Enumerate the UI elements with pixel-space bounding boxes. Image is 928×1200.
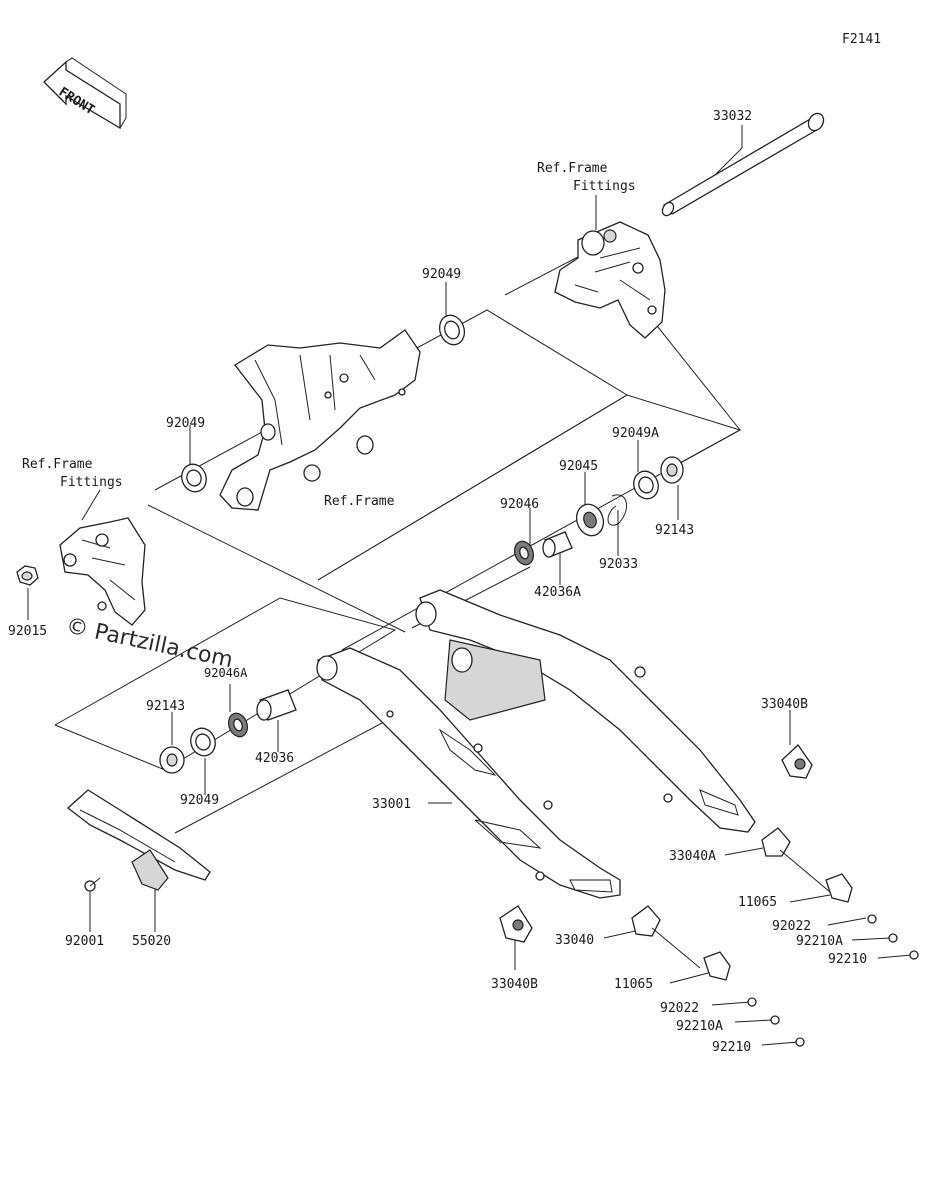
seal-92049A bbox=[633, 470, 659, 500]
label-92049-bottom: 92049 bbox=[180, 793, 219, 808]
nut-92022-bottom bbox=[747, 997, 757, 1007]
watermark: © Partzilla.com bbox=[64, 613, 235, 673]
label-33032: 33032 bbox=[713, 109, 752, 124]
label-11065-right: 11065 bbox=[738, 895, 777, 910]
leader-lines bbox=[27, 125, 913, 1046]
seal-92049-bottom bbox=[190, 727, 216, 757]
ref-frame-fittings-left-line2: Fittings bbox=[60, 475, 123, 490]
chain-adjuster-33040A bbox=[761, 827, 831, 893]
label-42036A: 42036A bbox=[534, 585, 581, 600]
needle-bearing-92046 bbox=[513, 540, 535, 566]
label-92210-bottom: 92210 bbox=[712, 1040, 751, 1055]
bearing-92045 bbox=[575, 503, 605, 537]
label-33040B-bottom: 33040B bbox=[491, 977, 538, 992]
frame-fitting-left bbox=[59, 517, 146, 626]
chain-adjuster-33040B-bottom bbox=[499, 905, 533, 943]
nut-92022-right bbox=[867, 914, 877, 924]
label-92210A-right: 92210A bbox=[796, 934, 843, 949]
label-33040A: 33040A bbox=[669, 849, 716, 864]
label-92022-bottom: 92022 bbox=[660, 1001, 699, 1016]
chain-guard-55020 bbox=[66, 789, 211, 891]
label-92049A: 92049A bbox=[612, 426, 659, 441]
seal-92049-top bbox=[438, 314, 466, 346]
label-33001: 33001 bbox=[372, 797, 411, 812]
swingarm-33001 bbox=[316, 589, 756, 899]
label-92022-right: 92022 bbox=[772, 919, 811, 934]
ref-frame-fittings-left-line1: Ref.Frame bbox=[22, 457, 93, 472]
label-92033: 92033 bbox=[599, 557, 638, 572]
sleeve-42036A bbox=[542, 531, 573, 558]
figure-code: F2141 bbox=[842, 32, 881, 47]
cap-11065-bottom bbox=[703, 951, 731, 981]
label-92210-right: 92210 bbox=[828, 952, 867, 967]
label-92045: 92045 bbox=[559, 459, 598, 474]
cap-11065-right bbox=[825, 873, 853, 903]
label-11065-bottom: 11065 bbox=[614, 977, 653, 992]
front-arrow-icon: FRONT bbox=[43, 57, 127, 130]
bolt-92001 bbox=[84, 877, 101, 892]
nut-92210A-bottom bbox=[770, 1015, 780, 1025]
ref-frame-fittings-top-line2: Fittings bbox=[573, 179, 636, 194]
label-92143-left: 92143 bbox=[146, 699, 185, 714]
needle-bearing-92046A bbox=[227, 712, 249, 738]
label-92015: 92015 bbox=[8, 624, 47, 639]
label-92049-top: 92049 bbox=[422, 267, 461, 282]
frame-fitting-right bbox=[554, 221, 666, 339]
nut-92015 bbox=[16, 565, 39, 586]
label-92001: 92001 bbox=[65, 934, 104, 949]
frame-center bbox=[219, 329, 421, 511]
collar-92143-left bbox=[159, 746, 185, 774]
label-33040: 33040 bbox=[555, 933, 594, 948]
label-92210A-bottom: 92210A bbox=[676, 1019, 723, 1034]
collar-92143-right bbox=[660, 456, 684, 484]
circlip-92033 bbox=[607, 494, 627, 526]
label-92143-right: 92143 bbox=[655, 523, 694, 538]
chain-adjuster-33040B-right bbox=[781, 744, 813, 779]
nut-92210-right bbox=[909, 950, 919, 960]
nut-92210A-right bbox=[888, 933, 898, 943]
label-92049-left: 92049 bbox=[166, 416, 205, 431]
chain-adjuster-33040 bbox=[631, 905, 701, 969]
label-92046A: 92046A bbox=[204, 666, 248, 680]
label-42036: 42036 bbox=[255, 751, 294, 766]
sleeve-42036 bbox=[256, 689, 297, 721]
label-92046: 92046 bbox=[500, 497, 539, 512]
label-33040B-right: 33040B bbox=[761, 697, 808, 712]
nut-92210-bottom bbox=[795, 1037, 805, 1047]
seal-92049-left bbox=[181, 463, 207, 493]
ref-frame-center: Ref.Frame bbox=[324, 494, 395, 509]
ref-frame-fittings-top-line1: Ref.Frame bbox=[537, 161, 608, 176]
pivot-shaft-33032 bbox=[661, 112, 825, 217]
label-55020: 55020 bbox=[132, 934, 171, 949]
